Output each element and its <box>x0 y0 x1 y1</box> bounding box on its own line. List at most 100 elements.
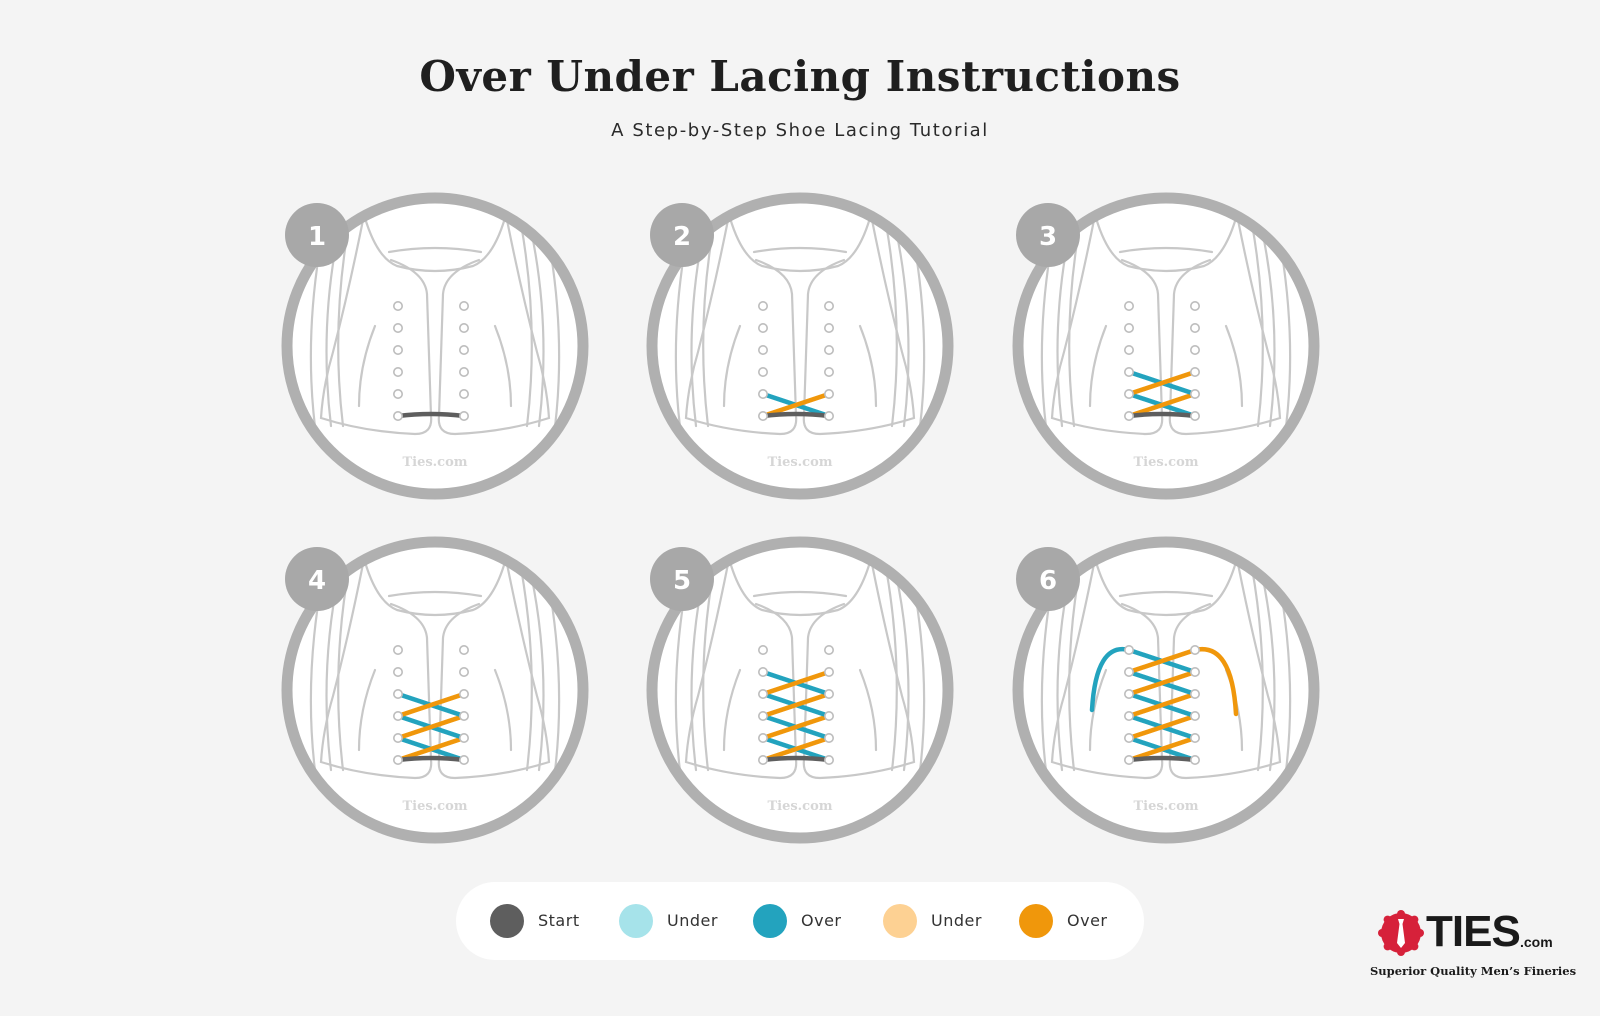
lace-start <box>395 755 467 763</box>
eyelet <box>757 754 768 765</box>
shoe-line <box>894 572 910 772</box>
step-number: 4 <box>308 566 326 596</box>
eyelet <box>823 710 834 721</box>
lace-start <box>1126 411 1198 419</box>
step-number: 6 <box>1039 566 1057 596</box>
eyelet <box>458 344 469 355</box>
eyelet <box>757 666 768 677</box>
eyelet <box>1190 688 1201 699</box>
eyelet <box>392 644 403 655</box>
shoe-line <box>1168 218 1282 436</box>
eyelet <box>823 410 834 421</box>
eyelet <box>1124 388 1135 399</box>
lace-over-orange <box>1126 647 1198 675</box>
eyelet <box>1190 366 1201 377</box>
shoe-outline <box>309 216 561 444</box>
step-disc <box>287 542 583 838</box>
lace-over-orange <box>760 713 832 741</box>
legend-swatch <box>883 904 917 938</box>
watermark: Ties.com <box>1133 455 1198 470</box>
shoe-line <box>547 584 561 788</box>
eyelet <box>1124 666 1135 677</box>
shoe-line <box>802 218 916 436</box>
legend-swatch <box>753 904 787 938</box>
shoe-line <box>1118 590 1214 598</box>
eyelet <box>458 300 469 311</box>
eyelet <box>757 322 768 333</box>
eyelet <box>392 688 403 699</box>
step-number: 2 <box>673 222 691 252</box>
step-ring <box>646 192 954 500</box>
shoe-line <box>529 228 545 428</box>
eyelet <box>458 322 469 333</box>
step-number: 3 <box>1039 222 1057 252</box>
step-ring <box>281 192 589 500</box>
step-number: 1 <box>308 222 326 252</box>
shoe-line <box>437 562 551 780</box>
lacing <box>395 411 467 419</box>
eyelet <box>1190 344 1201 355</box>
step-disc <box>1018 542 1314 838</box>
step-badge <box>650 203 714 267</box>
lace-over-orange <box>1126 735 1198 763</box>
shoe-line <box>858 668 878 752</box>
step-ring <box>1012 536 1320 844</box>
eyelet <box>1190 322 1201 333</box>
brand-name: TIES <box>1426 907 1521 956</box>
step-ring <box>1012 192 1320 500</box>
shoe-line <box>752 590 848 598</box>
eyelet <box>757 644 768 655</box>
eyelet <box>1124 410 1135 421</box>
legend-swatch <box>1019 904 1053 938</box>
eyelet <box>392 300 403 311</box>
step-6: Ties.com 6 <box>1012 536 1320 844</box>
eyelet <box>1124 366 1135 377</box>
legend-label: Over <box>1067 911 1108 930</box>
eyelet <box>823 754 834 765</box>
watermark: Ties.com <box>1133 799 1198 814</box>
eyelet <box>392 366 403 377</box>
shoe-line <box>1094 560 1238 617</box>
eyelet <box>458 366 469 377</box>
shoe-line <box>493 324 513 408</box>
lace-over-orange <box>1126 369 1198 397</box>
lace-over-orange <box>395 735 467 763</box>
eyelet <box>392 388 403 399</box>
shoe-line <box>363 216 507 273</box>
shoe-line <box>1224 324 1244 408</box>
lace-over-orange <box>760 669 832 697</box>
shoe-line <box>858 324 878 408</box>
shoe-line <box>357 324 377 408</box>
eyelet <box>757 344 768 355</box>
shoe-line <box>309 240 323 444</box>
eyelet <box>1190 644 1201 655</box>
shoe-line <box>387 590 483 598</box>
shoe-line <box>1040 584 1054 788</box>
step-disc <box>652 198 948 494</box>
lace-over-orange <box>760 735 832 763</box>
step-badge <box>1016 547 1080 611</box>
eyelet <box>392 344 403 355</box>
shoe-line <box>728 560 872 617</box>
eyelet <box>757 388 768 399</box>
eyelet <box>1190 410 1201 421</box>
eyelet <box>823 688 834 699</box>
lace-end-blue <box>1089 646 1132 713</box>
lacing <box>1126 369 1198 419</box>
brand-logo[interactable]: TIES .com Superior Quality Men’s Finerie… <box>1370 904 1576 984</box>
legend-label: Over <box>801 911 842 930</box>
lace-over-orange <box>1126 669 1198 697</box>
shoe-line <box>894 228 910 428</box>
shoe-line <box>802 562 916 780</box>
shoe-line <box>1278 584 1292 788</box>
shoe-line <box>674 584 688 788</box>
shoe-line <box>319 562 433 780</box>
shoe-line <box>319 218 433 436</box>
eyelet <box>458 666 469 677</box>
eyelet <box>823 666 834 677</box>
lacing <box>760 391 832 419</box>
lacing <box>1089 646 1239 763</box>
legend-swatch <box>490 904 524 938</box>
